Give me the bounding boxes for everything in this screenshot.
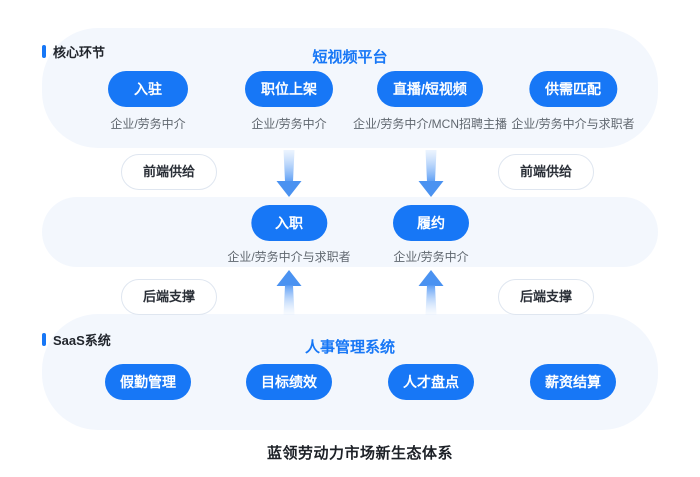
- performance-pill: 目标绩效: [246, 364, 332, 400]
- tag-core-links: 核心环节: [42, 42, 105, 61]
- connector-backend-support-right: 后端支撑: [498, 279, 594, 315]
- onboarding-pill: 入职: [251, 205, 327, 241]
- fulfillment-pill: 履约: [393, 205, 469, 241]
- tag-saas-system-label: SaaS系统: [53, 333, 111, 348]
- payroll-pill: 薪资结算: [530, 364, 616, 400]
- connector-backend-support-left: 后端支撑: [121, 279, 217, 315]
- arrow-down-icon: [417, 150, 445, 197]
- node-live-shortvideo: 直播/短视频 企业/劳务中介/MCN招聘主播: [353, 71, 507, 132]
- node-supply-demand-match: 供需匹配 企业/劳务中介与求职者: [511, 71, 635, 132]
- job-listing-pill: 职位上架: [245, 71, 333, 107]
- node-talent-review: 人才盘点: [388, 364, 474, 400]
- node-onboarding: 入职 企业/劳务中介与求职者: [227, 205, 351, 265]
- arrow-down-icon: [275, 150, 303, 197]
- talent-review-pill: 人才盘点: [388, 364, 474, 400]
- tag-bar-icon: [42, 333, 46, 346]
- arrow-up-icon: [275, 270, 303, 315]
- tag-saas-system: SaaS系统: [42, 330, 111, 349]
- panel-middle-band: [42, 197, 658, 267]
- node-subtitle: 企业/劳务中介/MCN招聘主播: [353, 117, 507, 131]
- title-short-video-platform: 短视频平台: [312, 49, 388, 66]
- node-attendance: 假勤管理: [105, 364, 191, 400]
- diagram-caption: 蓝领劳动力市场新生态体系: [266, 445, 454, 462]
- title-hr-management-system: 人事管理系统: [304, 339, 396, 356]
- node-payroll: 薪资结算: [530, 364, 616, 400]
- tag-bar-icon: [42, 45, 46, 58]
- node-subtitle: 企业/劳务中介: [110, 117, 186, 131]
- node-subtitle: 企业/劳务中介与求职者: [227, 250, 351, 264]
- connector-front-supply-right: 前端供给: [498, 154, 594, 190]
- node-job-listing: 职位上架 企业/劳务中介: [245, 71, 333, 132]
- node-performance: 目标绩效: [246, 364, 332, 400]
- settle-in-pill: 入驻: [108, 71, 188, 107]
- node-subtitle: 企业/劳务中介: [251, 117, 327, 131]
- node-settle-in: 入驻 企业/劳务中介: [108, 71, 188, 132]
- node-subtitle: 企业/劳务中介: [393, 250, 469, 264]
- attendance-pill: 假勤管理: [105, 364, 191, 400]
- live-shortvideo-pill: 直播/短视频: [377, 71, 483, 107]
- connector-front-supply-left: 前端供给: [121, 154, 217, 190]
- node-fulfillment: 履约 企业/劳务中介: [393, 205, 469, 265]
- supply-demand-match-pill: 供需匹配: [529, 71, 617, 107]
- tag-core-links-label: 核心环节: [53, 45, 106, 60]
- arrow-up-icon: [417, 270, 445, 315]
- node-subtitle: 企业/劳务中介与求职者: [511, 117, 635, 131]
